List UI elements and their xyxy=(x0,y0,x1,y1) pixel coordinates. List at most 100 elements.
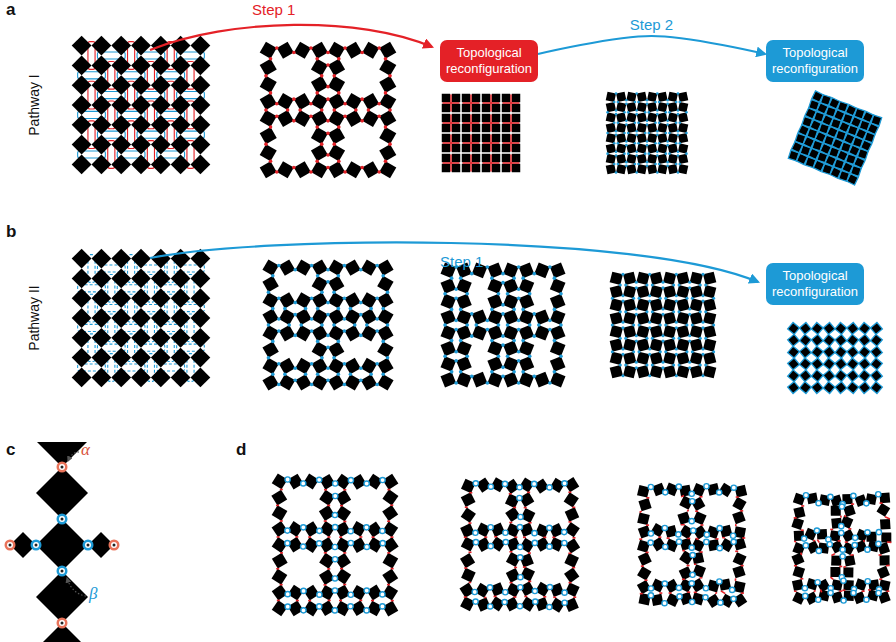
hinge-link xyxy=(524,507,527,509)
hinge xyxy=(648,299,651,302)
hinge xyxy=(704,310,707,313)
hinge xyxy=(386,323,390,327)
rotating-square xyxy=(492,134,501,143)
hinge-outline xyxy=(788,322,800,334)
hinge xyxy=(665,152,668,155)
hinge-link xyxy=(494,536,497,538)
hinge xyxy=(615,130,618,133)
rotating-square xyxy=(460,523,475,538)
hinge-link xyxy=(327,505,330,507)
hinge xyxy=(310,329,314,333)
hinge-link xyxy=(832,554,835,556)
hinge xyxy=(702,273,705,276)
hinge xyxy=(672,337,675,340)
rotating-square xyxy=(519,309,535,325)
hinge xyxy=(450,308,454,312)
hinge xyxy=(704,484,709,489)
rotating-square xyxy=(279,358,295,374)
rotating-square xyxy=(111,56,131,76)
rotating-square xyxy=(171,115,191,135)
rotating-square xyxy=(312,276,328,292)
rotating-square xyxy=(502,124,511,133)
hinge-outline xyxy=(871,370,883,382)
hinge-link xyxy=(687,510,688,512)
hinge-cross xyxy=(443,155,460,172)
rotating-square xyxy=(262,292,278,308)
rotating-square xyxy=(361,325,377,341)
hinge-symbol xyxy=(57,618,68,629)
rotating-square xyxy=(442,164,451,173)
rotating-square xyxy=(823,322,835,334)
hinge-link xyxy=(513,507,516,509)
hinge xyxy=(343,170,347,174)
hinge-link xyxy=(327,568,330,570)
rotating-square xyxy=(311,42,328,59)
hinge xyxy=(688,308,691,311)
rotating-square xyxy=(503,356,519,372)
hinge xyxy=(359,313,363,317)
hinge xyxy=(285,604,290,609)
hinge-outline xyxy=(859,382,871,394)
hinge xyxy=(613,121,616,124)
rotating-square xyxy=(472,124,481,133)
hinge-outline xyxy=(871,358,883,370)
rotating-square xyxy=(881,532,891,542)
hinge xyxy=(677,310,680,313)
hinge-link xyxy=(469,551,472,553)
rotating-square xyxy=(452,124,461,133)
rotating-square xyxy=(650,365,663,378)
lattice xyxy=(72,36,211,175)
hinge xyxy=(332,108,336,112)
hinge-link xyxy=(820,589,821,592)
hinge xyxy=(348,478,353,483)
hinge-link xyxy=(681,496,684,497)
rotating-square xyxy=(92,154,112,174)
rotating-square xyxy=(328,161,345,178)
hinge xyxy=(384,159,388,163)
hinge xyxy=(343,264,347,268)
rotating-square xyxy=(650,312,663,325)
hinge xyxy=(562,590,567,595)
hinge-outline xyxy=(811,370,823,382)
hinge-link xyxy=(850,554,853,556)
hinge xyxy=(486,265,490,269)
hinge xyxy=(326,366,330,370)
hinge xyxy=(293,313,297,317)
hinge xyxy=(664,297,667,300)
hinge xyxy=(617,101,620,104)
rotating-square xyxy=(111,328,131,348)
hinge xyxy=(815,580,820,585)
hinge xyxy=(648,374,651,377)
hinge xyxy=(803,543,808,548)
rotating-square xyxy=(72,56,92,76)
rotating-square xyxy=(131,308,151,328)
hinge-outline xyxy=(847,358,859,370)
rotating-square xyxy=(650,352,663,365)
rotating-square xyxy=(512,144,521,153)
rotating-square xyxy=(456,356,472,372)
hinge xyxy=(298,108,302,112)
hinge xyxy=(521,276,525,280)
hinge xyxy=(624,364,627,367)
hinge xyxy=(648,152,651,155)
hinge-outline xyxy=(835,346,847,358)
rotating-square xyxy=(92,135,112,155)
hinge-ring xyxy=(57,514,68,525)
hinge xyxy=(517,495,522,500)
hinge xyxy=(277,329,281,333)
hinge xyxy=(816,548,821,553)
hinge xyxy=(343,329,347,333)
hinge xyxy=(646,120,649,123)
hinge xyxy=(702,294,705,297)
rotating-square xyxy=(294,161,311,178)
hinge xyxy=(517,359,521,363)
rotating-square xyxy=(792,566,805,579)
rotating-square xyxy=(171,328,191,348)
rotating-square xyxy=(811,346,823,358)
hinge xyxy=(635,308,638,311)
rotating-square xyxy=(377,341,393,357)
rotating-square xyxy=(626,143,636,153)
hinge xyxy=(865,530,870,535)
hinge xyxy=(367,108,371,112)
